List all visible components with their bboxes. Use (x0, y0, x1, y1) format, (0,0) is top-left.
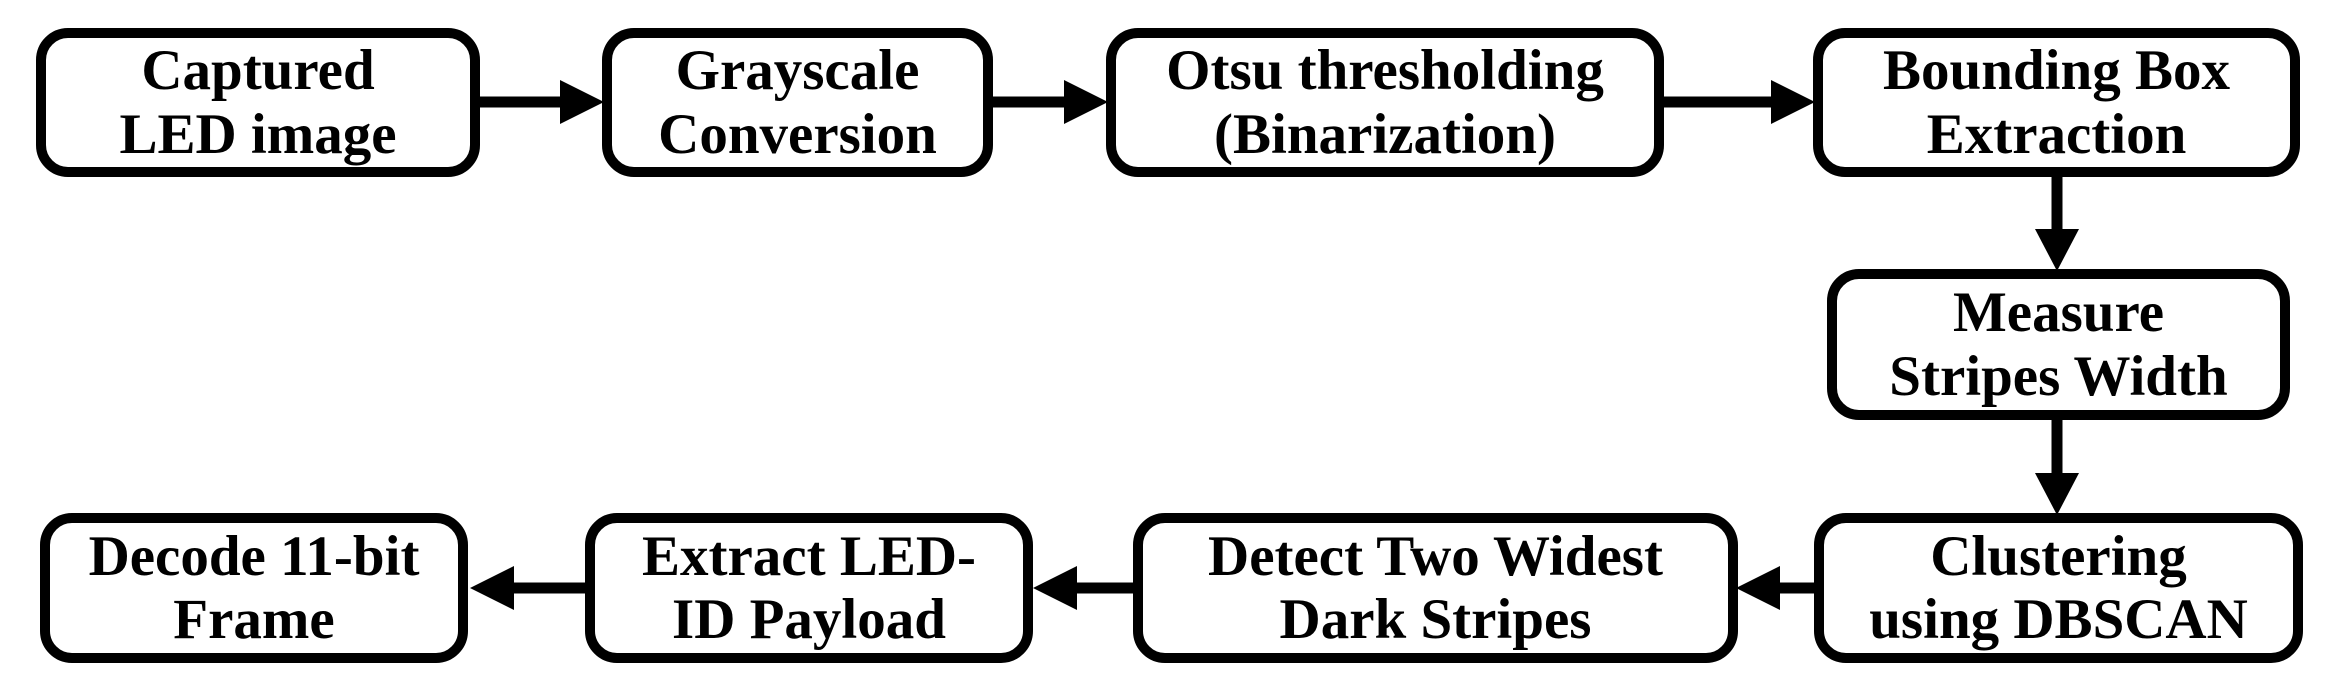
node-label-line: Stripes Width (1889, 344, 2228, 408)
node-label-line: Decode 11-bit (88, 524, 420, 588)
node-label-line: Otsu thresholding (1166, 39, 1604, 103)
node-clustering-using-dbscan: Clustering using DBSCAN (1814, 513, 2303, 663)
node-label-line: Extract LED- (641, 524, 976, 588)
node-label-line: ID Payload (672, 588, 946, 651)
node-label-line: Grayscale (675, 39, 920, 103)
edge-grayscale-to-otsu (991, 80, 1108, 124)
node-label-line: Measure (1952, 281, 2165, 345)
node-extract-led-id-payload: Extract LED- ID Payload (585, 513, 1033, 663)
edge-cluster-to-detect (1736, 566, 1816, 610)
node-label-line: Detect Two Widest (1208, 524, 1663, 588)
node-label-line: LED image (119, 102, 397, 166)
node-label-line: Frame (173, 588, 335, 651)
node-label-line: Dark Stripes (1279, 588, 1592, 651)
node-grayscale-conversion: Grayscale Conversion (602, 28, 993, 177)
node-bounding-box-extraction: Bounding Box Extraction (1813, 28, 2300, 177)
node-label-line: Extraction (1926, 102, 2187, 166)
node-measure-stripes-width: Measure Stripes Width (1827, 269, 2290, 420)
edge-captured-to-grayscale (478, 80, 604, 124)
node-label-line: Captured (141, 39, 375, 103)
node-label-line: Conversion (658, 102, 937, 166)
node-decode-11-bit-frame: Decode 11-bit Frame (40, 513, 468, 663)
edge-measure-to-cluster (2035, 418, 2079, 515)
node-otsu-thresholding: Otsu thresholding (Binarization) (1106, 28, 1664, 177)
node-label-line: Clustering (1930, 524, 2187, 588)
node-label-line: Bounding Box (1883, 39, 2230, 103)
node-label-line: (Binarization) (1214, 102, 1556, 166)
edge-detect-to-extract (1033, 566, 1135, 610)
node-label-line: using DBSCAN (1869, 588, 2248, 651)
edge-otsu-to-bbox (1662, 80, 1815, 124)
edge-extract-to-decode (470, 566, 587, 610)
node-captured-led-image: Captured LED image (36, 28, 480, 177)
node-detect-two-widest-dark-stripes: Detect Two Widest Dark Stripes (1133, 513, 1738, 663)
edge-bbox-to-measure (2035, 175, 2079, 271)
